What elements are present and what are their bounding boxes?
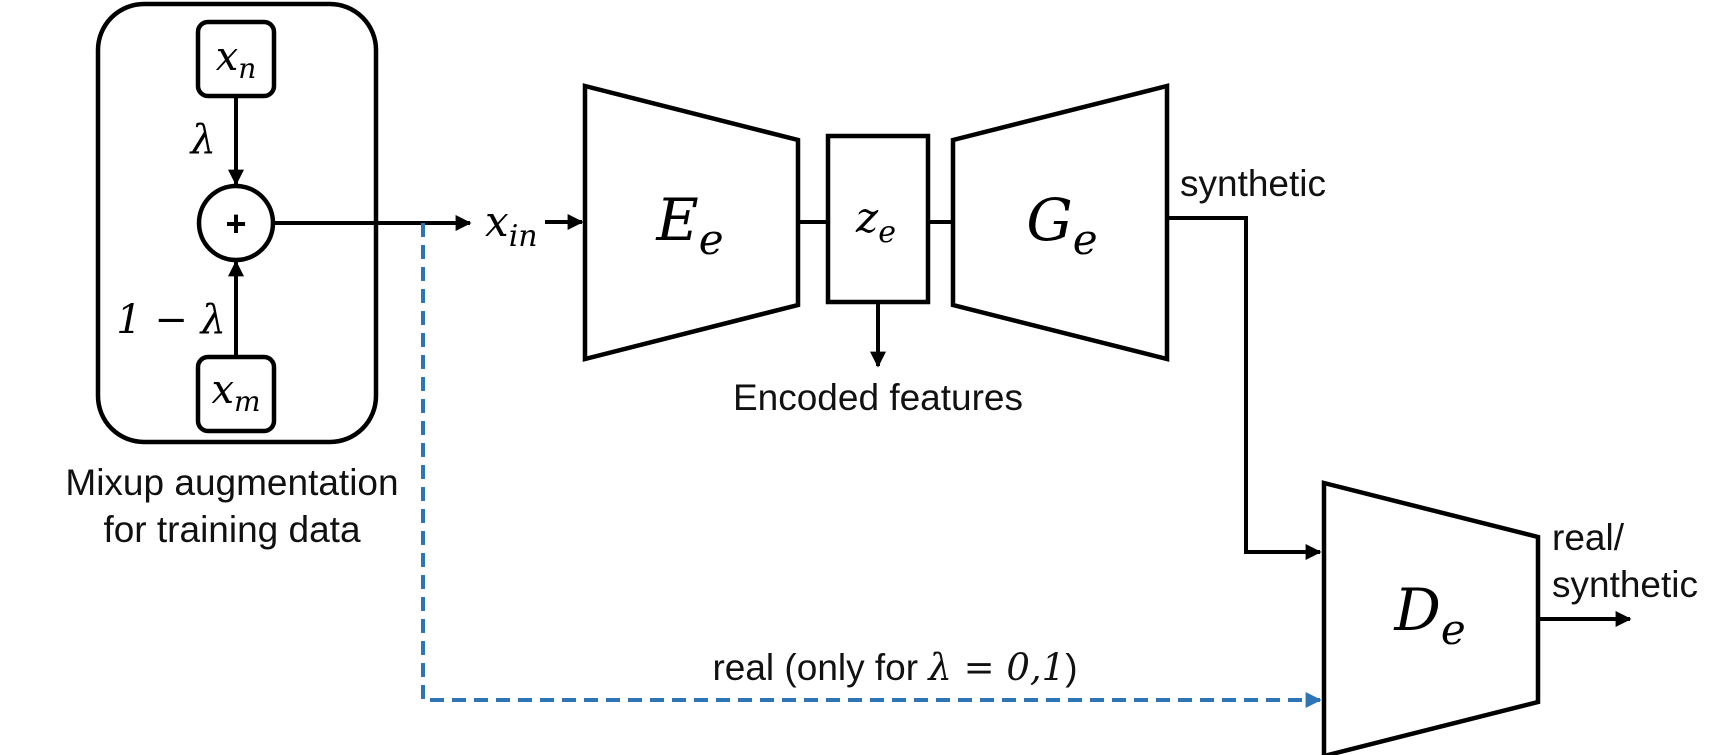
sum-plus-sign: + bbox=[225, 203, 246, 244]
output-label-line2: synthetic bbox=[1552, 564, 1698, 605]
xin-label: xin bbox=[485, 197, 538, 254]
mixup-caption: Mixup augmentation bbox=[65, 462, 398, 503]
real-path-label: real (only for λ = 0,1) bbox=[712, 646, 1077, 689]
generator-block bbox=[950, 83, 1170, 362]
xm-label: xm bbox=[211, 367, 260, 418]
encoded-features-label: Encoded features bbox=[733, 377, 1023, 418]
encoder-block bbox=[582, 83, 801, 362]
latent-label: ze bbox=[855, 193, 896, 250]
one-minus-lambda-weight: 1 − λ bbox=[116, 297, 226, 343]
output-label: real/ bbox=[1552, 517, 1625, 558]
generator-label: Ge bbox=[1026, 186, 1097, 264]
discriminator-block bbox=[1321, 480, 1541, 755]
discriminator-label: De bbox=[1393, 576, 1465, 654]
synthetic-label: synthetic bbox=[1180, 163, 1326, 204]
synthetic-path-arrow bbox=[1167, 216, 1322, 560]
lambda-weight: λ bbox=[189, 117, 216, 163]
mixup-caption-line2: for training data bbox=[103, 509, 361, 550]
real-data-path bbox=[421, 223, 1322, 708]
encoder-label: Ee bbox=[655, 186, 723, 264]
xn-label: xn bbox=[216, 34, 257, 85]
